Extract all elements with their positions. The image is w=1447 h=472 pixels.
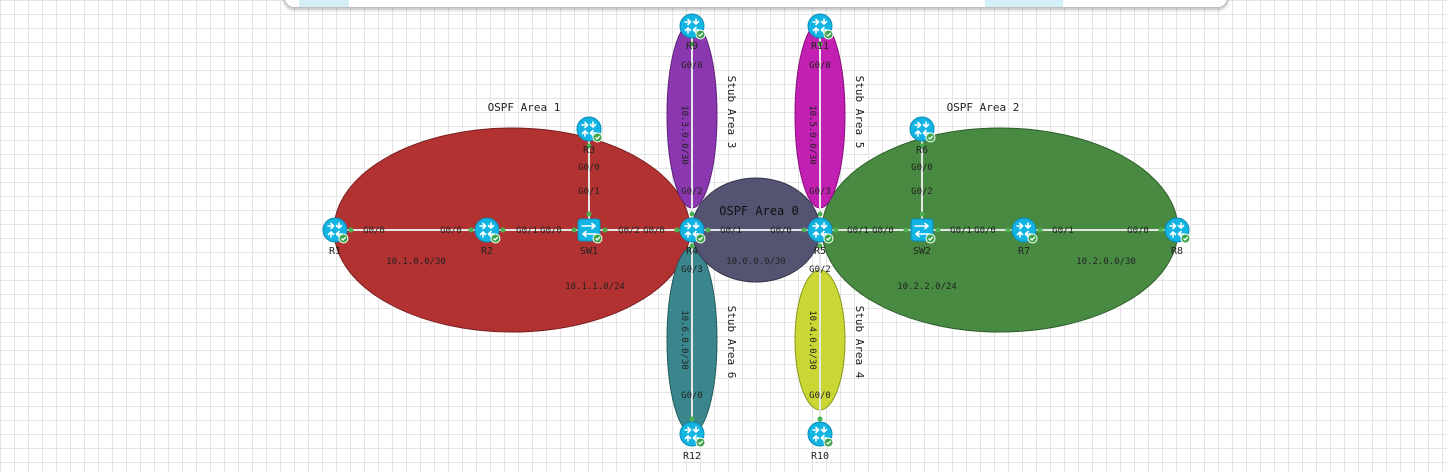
interface-labels: G0/0 G0/0 G0/1 G0/0 G0/2 G0/0 G0/0 G0/1 … xyxy=(363,61,1149,401)
device-label: R2 xyxy=(481,246,493,257)
device-sw2[interactable]: SW2 xyxy=(910,218,936,257)
router-icon[interactable] xyxy=(576,116,603,143)
switch-icon[interactable] xyxy=(910,218,936,244)
network-label: 10.0.0.0/30 xyxy=(726,257,786,267)
device-label: R6 xyxy=(916,145,928,156)
network-label: 10.1.1.0/24 xyxy=(565,282,625,292)
device-r8[interactable]: R8 xyxy=(1164,217,1191,257)
link-endpoints xyxy=(348,41,1164,422)
device-r7[interactable]: R7 xyxy=(1011,217,1038,257)
interface-label: G0/0 xyxy=(809,61,831,71)
router-icon[interactable] xyxy=(679,13,706,40)
device-r11[interactable]: R11 xyxy=(807,13,834,52)
interface-label: G0/0 xyxy=(643,226,665,236)
interface-label: G0/2 xyxy=(618,226,640,236)
device-sw1[interactable]: SW1 xyxy=(577,218,603,257)
interface-label: G0/3 xyxy=(809,187,831,197)
interface-label: G0/0 xyxy=(770,226,792,236)
device-label: R9 xyxy=(686,41,698,52)
router-icon[interactable] xyxy=(807,13,834,40)
stub-area-5-label: Stub Area 5 xyxy=(853,76,866,149)
device-r3[interactable]: R3 xyxy=(576,116,603,156)
router-icon[interactable] xyxy=(909,116,936,143)
network-label: 10.5.0.0/30 xyxy=(807,105,817,165)
router-icon[interactable] xyxy=(679,421,706,448)
device-label: SW2 xyxy=(913,246,931,257)
device-label: R4 xyxy=(686,246,698,257)
device-label: R3 xyxy=(583,145,595,156)
network-label: 10.2.2.0/24 xyxy=(897,282,957,292)
interface-label: G0/1 xyxy=(578,187,600,197)
device-label: R8 xyxy=(1171,246,1183,257)
device-label: R11 xyxy=(811,41,829,52)
interface-label: G0/1 xyxy=(516,226,538,236)
switch-icon[interactable] xyxy=(577,218,603,244)
device-label: R7 xyxy=(1018,246,1030,257)
device-label: R12 xyxy=(683,451,701,462)
router-icon[interactable] xyxy=(679,217,706,244)
device-label: R1 xyxy=(329,246,341,257)
router-icon[interactable] xyxy=(322,217,349,244)
interface-label: G0/3 xyxy=(681,265,703,275)
router-icon[interactable] xyxy=(807,217,834,244)
interface-label: G0/1 xyxy=(950,226,972,236)
device-r2[interactable]: R2 xyxy=(474,217,501,257)
stub-area-4-label: Stub Area 4 xyxy=(853,306,866,379)
device-r9[interactable]: R9 xyxy=(679,13,706,52)
device-r10[interactable]: R10 xyxy=(807,421,834,462)
router-icon[interactable] xyxy=(1011,217,1038,244)
device-r12[interactable]: R12 xyxy=(679,421,706,462)
interface-label: G0/0 xyxy=(681,391,703,401)
interface-label: G0/2 xyxy=(809,265,831,275)
network-label: 10.1.0.0/30 xyxy=(386,257,446,267)
area-1-label: OSPF Area 1 xyxy=(488,101,561,114)
router-icon[interactable] xyxy=(807,421,834,448)
device-label: R5 xyxy=(814,246,826,257)
interface-label: G0/0 xyxy=(440,226,462,236)
interface-label: G0/0 xyxy=(540,226,562,236)
interface-label: G0/0 xyxy=(681,61,703,71)
toolbar-highlight-left xyxy=(299,0,349,7)
device-r1[interactable]: R1 xyxy=(322,217,349,257)
stub-area-6-label: Stub Area 6 xyxy=(725,306,738,379)
network-label: 10.6.0.0/30 xyxy=(679,310,689,370)
interface-label: G0/0 xyxy=(809,391,831,401)
network-label: 10.3.0.0/30 xyxy=(679,105,689,165)
stub-area-3-label: Stub Area 3 xyxy=(725,76,738,149)
router-icon[interactable] xyxy=(474,217,501,244)
device-label: SW1 xyxy=(580,246,598,257)
network-label: 10.2.0.0/30 xyxy=(1076,257,1136,267)
interface-label: G0/0 xyxy=(872,226,894,236)
area-2-label: OSPF Area 2 xyxy=(947,101,1020,114)
interface-label: G0/1 xyxy=(847,226,869,236)
interface-label: G0/0 xyxy=(1127,226,1149,236)
device-r6[interactable]: R6 xyxy=(909,116,936,156)
device-label: R10 xyxy=(811,451,829,462)
interface-label: G0/0 xyxy=(363,226,385,236)
interface-label: G0/0 xyxy=(578,163,600,173)
interface-label: G0/1 xyxy=(1052,226,1074,236)
toolbar-highlight-right xyxy=(985,0,1063,7)
device-r5[interactable]: R5 xyxy=(807,217,834,257)
interface-label: G0/2 xyxy=(681,187,703,197)
network-label: 10.4.0.0/30 xyxy=(807,310,817,370)
interface-label: G0/0 xyxy=(911,163,933,173)
device-r4[interactable]: R4 xyxy=(679,217,706,257)
interface-label: G0/2 xyxy=(911,187,933,197)
interface-label: G0/1 xyxy=(720,226,742,236)
router-icon[interactable] xyxy=(1164,217,1191,244)
interface-label: G0/0 xyxy=(974,226,996,236)
area-0-label: OSPF Area 0 xyxy=(719,204,798,218)
